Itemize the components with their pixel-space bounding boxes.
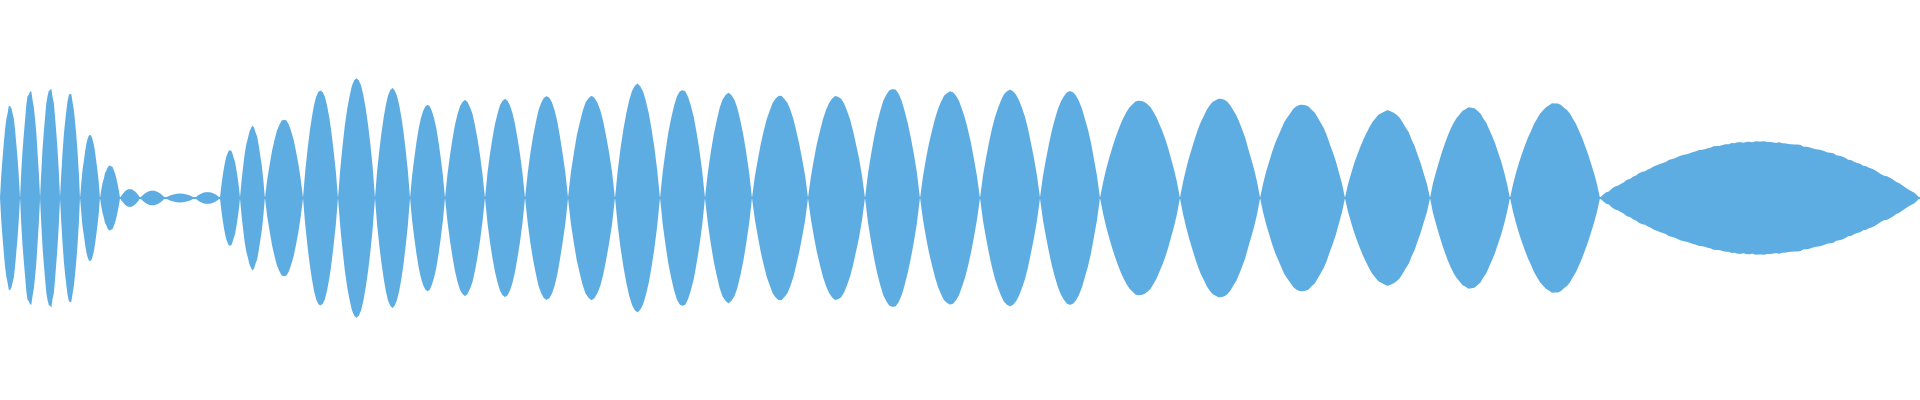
waveform-lobes <box>0 78 1920 318</box>
